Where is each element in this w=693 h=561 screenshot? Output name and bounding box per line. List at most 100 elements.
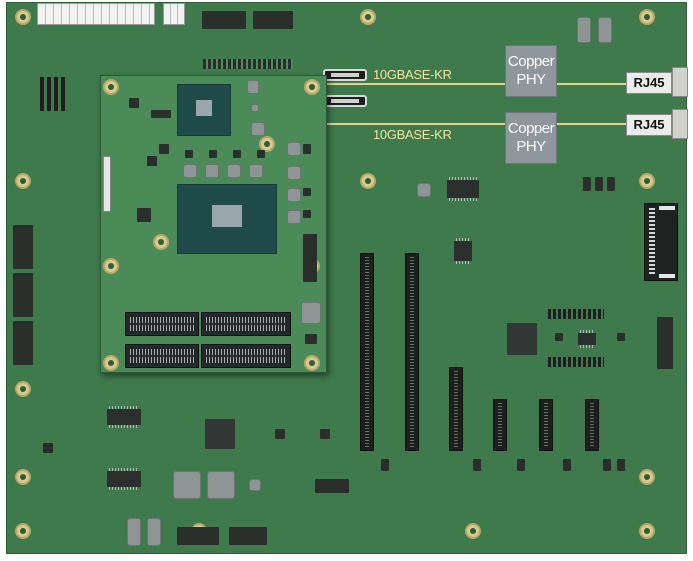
rj45-housing: [672, 109, 688, 139]
inductor: [577, 17, 591, 43]
capacitor: [183, 164, 197, 178]
rj45-top: RJ45: [626, 72, 672, 94]
carrier-board: 10GBASE-KR 10GBASE-KR Copper PHY Copper …: [6, 2, 688, 554]
sodimm-slot: [125, 312, 199, 336]
module-mounting-hole: [103, 79, 119, 95]
atx-power-connector: [37, 3, 155, 25]
ic-small: [578, 330, 596, 348]
chip: [473, 459, 481, 471]
mounting-hole: [360, 173, 376, 189]
pcie-slot-x16: [360, 253, 374, 451]
cpu: [177, 184, 277, 254]
chip: [151, 110, 171, 118]
capacitor: [287, 210, 301, 224]
m2-contact: [649, 208, 655, 276]
pin-header: [548, 309, 604, 319]
chip: [595, 177, 603, 191]
capacitor: [287, 142, 301, 156]
rj45-bottom: RJ45: [626, 114, 672, 136]
mounting-hole: [15, 9, 31, 25]
chip: [129, 98, 139, 108]
chip: [13, 225, 33, 269]
ic-small: [454, 238, 472, 264]
mounting-hole: [15, 523, 31, 539]
mounting-hole: [639, 469, 655, 485]
mounting-hole: [15, 381, 31, 397]
chip: [205, 419, 235, 449]
component: [247, 80, 259, 94]
capacitor: [287, 166, 301, 180]
mounting-hole: [639, 173, 655, 189]
inductor: [147, 518, 161, 546]
fpc-connector: [103, 156, 111, 212]
trace-top-rj: [556, 83, 626, 85]
inductor: [173, 471, 201, 499]
pcie-slot: [449, 367, 463, 451]
sfp-cage-bottom: [323, 95, 367, 107]
copper-phy-top: Copper PHY: [505, 45, 557, 97]
pcie-slot-x16: [405, 253, 419, 451]
inductor: [598, 17, 612, 43]
rj45-housing: [672, 67, 688, 97]
mounting-hole: [15, 469, 31, 485]
inductor: [127, 518, 141, 546]
copper-phy-bottom: Copper PHY: [505, 112, 557, 164]
capacitor: [205, 164, 219, 178]
chip: [517, 459, 525, 471]
capacitor: [287, 188, 301, 202]
chip: [303, 188, 311, 196]
module-mounting-hole: [304, 79, 320, 95]
ic-soic: [107, 406, 141, 428]
component: [251, 104, 259, 112]
module-mounting-hole: [103, 355, 119, 371]
chip: [303, 144, 311, 154]
chip: [381, 459, 389, 471]
pin-header: [40, 77, 68, 111]
chip: [603, 459, 611, 471]
inductor: [301, 302, 321, 324]
mounting-hole: [360, 9, 376, 25]
capacitor: [249, 164, 263, 178]
module-mounting-hole: [259, 136, 275, 152]
chip: [229, 527, 267, 545]
chip: [303, 234, 317, 282]
pin-header: [548, 357, 604, 367]
mounting-hole: [465, 523, 481, 539]
kr-label-top: 10GBASE-KR: [373, 67, 452, 82]
mounting-hole: [639, 523, 655, 539]
chip: [43, 443, 53, 453]
chip: [147, 156, 157, 166]
chip: [13, 273, 33, 317]
pcie-slot: [585, 399, 599, 451]
chipset: [177, 84, 231, 136]
chip: [657, 317, 673, 369]
chip: [555, 333, 563, 341]
inductor: [207, 471, 235, 499]
aux-power-connector: [163, 3, 185, 25]
component: [251, 122, 265, 136]
chip: [305, 334, 317, 344]
chip: [253, 11, 293, 29]
chip: [507, 323, 537, 355]
chip: [209, 150, 217, 158]
component: [417, 183, 431, 197]
m2-slot: [644, 203, 678, 281]
kr-label-bottom: 10GBASE-KR: [373, 127, 452, 142]
chip: [185, 150, 193, 158]
chip: [303, 210, 311, 218]
capacitor: [227, 164, 241, 178]
ic-tssop: [447, 177, 479, 201]
chip: [137, 208, 151, 222]
module-mounting-hole: [103, 258, 119, 274]
chip: [233, 150, 241, 158]
chip: [607, 177, 615, 191]
trace-bottom-rj: [556, 123, 626, 125]
chip: [202, 11, 246, 29]
chip: [257, 150, 265, 158]
component: [249, 479, 261, 491]
m2-latch: [659, 206, 675, 210]
chip: [320, 429, 330, 439]
chip: [159, 144, 169, 154]
mounting-hole: [15, 173, 31, 189]
chip: [177, 527, 219, 545]
